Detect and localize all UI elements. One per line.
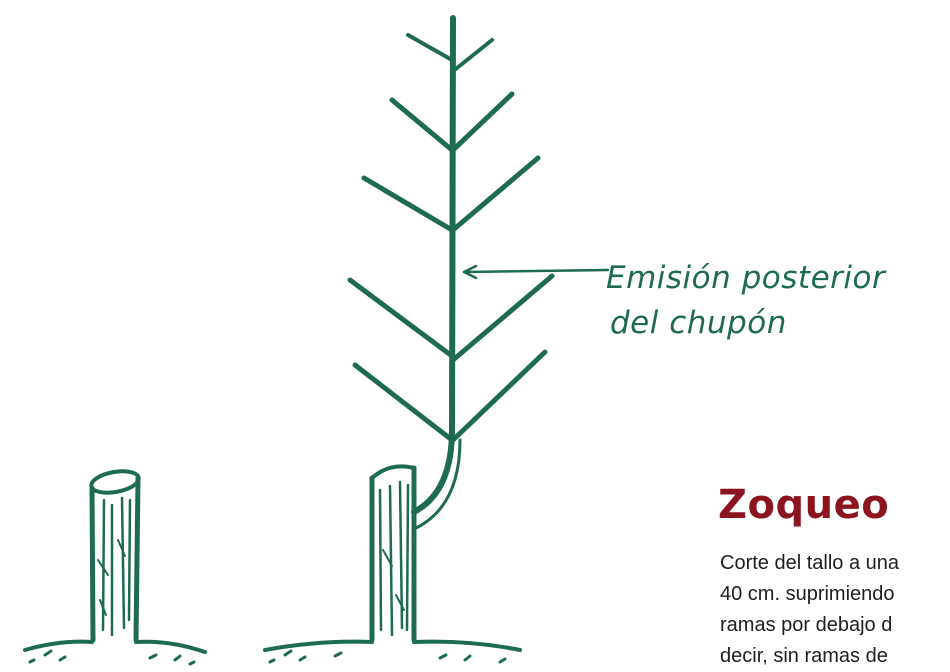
sucker-callout-label: Emisión posterior del chupón [606, 256, 885, 346]
stump-with-sucker-drawing [263, 15, 610, 664]
section-body: Corte del tallo a una 40 cm. suprimiendo… [720, 548, 950, 672]
section-title: Zoqueo [718, 482, 890, 528]
body-line: 40 cm. suprimiendo [720, 583, 895, 605]
callout-line-2: del chupón [610, 305, 787, 341]
callout-line-1: Emisión posterior [606, 260, 886, 296]
body-line: decir, sin ramas de [720, 645, 888, 667]
body-line: ramas por debajo d [720, 614, 893, 636]
body-line: Corte del tallo a una [720, 552, 900, 574]
cut-stump-left-drawing [23, 469, 207, 666]
